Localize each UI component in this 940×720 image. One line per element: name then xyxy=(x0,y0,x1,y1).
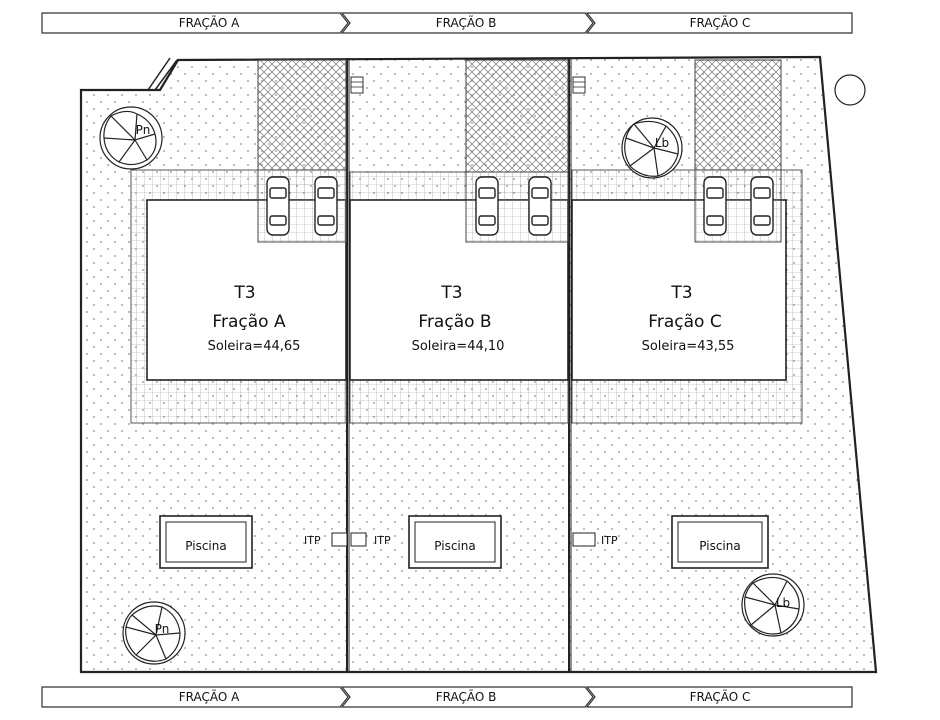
house-labels: T3 Fração A Soleira=44,65 T3 Fração B So… xyxy=(208,283,735,354)
steps xyxy=(350,76,586,94)
trees: Pn Lb Pn Lb xyxy=(99,106,805,665)
car-b1 xyxy=(475,176,499,236)
bottom-label-bar: FRAÇÃO A FRAÇÃO B FRAÇÃO C xyxy=(41,686,853,708)
bottom-label-c: FRAÇÃO C xyxy=(690,689,751,704)
tree-pn-top: Pn xyxy=(99,106,163,170)
car-c2 xyxy=(750,176,774,236)
unit-a-type: T3 xyxy=(233,283,255,303)
top-label-b: FRAÇÃO B xyxy=(436,15,497,30)
itp-label-b: ITP xyxy=(374,534,391,547)
bottom-label-b: FRAÇÃO B xyxy=(436,689,497,704)
unit-b-soleira: Soleira=44,10 xyxy=(412,339,505,354)
itp-label-c: ITP xyxy=(601,534,618,547)
itp-boxes: ITP ITP ITP xyxy=(304,532,618,547)
tree-label-1: Pn xyxy=(136,123,151,137)
pool-a-label: Piscina xyxy=(185,539,226,553)
unit-c-soleira: Soleira=43,55 xyxy=(642,339,735,354)
unit-b-type: T3 xyxy=(440,283,462,303)
tree-lb-bottom: Lb xyxy=(741,573,805,637)
unit-c-name: Fração C xyxy=(648,312,721,332)
parcel-dividers xyxy=(346,58,572,672)
unit-b-name: Fração B xyxy=(418,312,491,332)
unit-a-soleira: Soleira=44,65 xyxy=(208,339,301,354)
itp-label-a: ITP xyxy=(304,534,321,547)
houses xyxy=(146,169,787,381)
car-b2 xyxy=(528,176,552,236)
top-label-bar: FRAÇÃO A FRAÇÃO B FRAÇÃO C xyxy=(41,12,853,34)
tree-label-3: Pn xyxy=(155,622,170,636)
tree-lb-top: Lb xyxy=(621,117,683,179)
pool-b-label: Piscina xyxy=(434,539,475,553)
utility-circle xyxy=(834,74,866,106)
tree-label-2: Lb xyxy=(655,136,669,150)
cars xyxy=(266,176,774,236)
driveways xyxy=(257,59,782,173)
car-a1 xyxy=(266,176,290,236)
bottom-label-a: FRAÇÃO A xyxy=(179,689,240,704)
top-label-a: FRAÇÃO A xyxy=(179,15,240,30)
pools: Piscina Piscina Piscina xyxy=(159,515,769,569)
tree-label-4: Lb xyxy=(776,596,790,610)
tree-pn-bottom: Pn xyxy=(122,601,186,665)
car-c1 xyxy=(703,176,727,236)
pool-c-label: Piscina xyxy=(699,539,740,553)
unit-a-name: Fração A xyxy=(212,312,286,332)
car-a2 xyxy=(314,176,338,236)
unit-c-type: T3 xyxy=(670,283,692,303)
top-label-c: FRAÇÃO C xyxy=(690,15,751,30)
